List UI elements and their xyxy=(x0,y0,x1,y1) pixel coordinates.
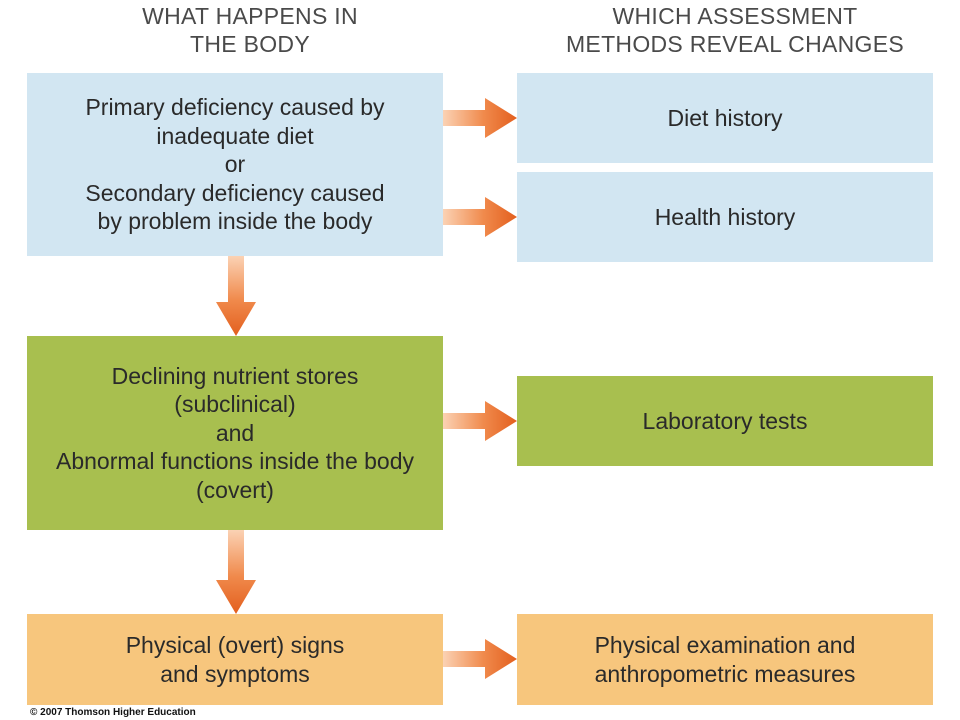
copyright-notice: © 2007 Thomson Higher Education xyxy=(30,707,196,718)
right-arrow-icon xyxy=(443,98,517,138)
physical-signs-box: Physical (overt) signs and symptoms xyxy=(27,614,443,705)
box-line: and xyxy=(215,419,255,446)
laboratory-tests-box: Laboratory tests xyxy=(517,376,933,466)
declining-nutrient-stores-box: Declining nutrient stores (subclinical) … xyxy=(27,336,443,530)
down-arrow-icon xyxy=(216,530,256,614)
left-column-header: WHAT HAPPENS IN THE BODY xyxy=(142,3,358,57)
right-arrow-icon xyxy=(443,639,517,679)
right-column-header: WHICH ASSESSMENT METHODS REVEAL CHANGES xyxy=(565,3,905,57)
right-arrow-icon xyxy=(443,401,517,441)
box-line: Declining nutrient stores xyxy=(111,362,359,389)
box-line: (covert) xyxy=(196,476,274,503)
physical-examination-box: Physical examination and anthropometric … xyxy=(517,614,933,705)
box-line: and symptoms xyxy=(160,660,310,687)
box-line: Diet history xyxy=(667,104,783,131)
box-line: or xyxy=(224,151,246,178)
box-line: Physical (overt) signs xyxy=(125,632,345,658)
down-arrow-icon xyxy=(216,256,256,336)
box-line: Health history xyxy=(654,203,796,230)
box-line: Physical examination and xyxy=(594,632,856,658)
diet-history-box: Diet history xyxy=(517,73,933,163)
box-line: Laboratory tests xyxy=(642,407,808,434)
box-line: inadequate diet xyxy=(156,122,314,149)
box-line: (subclinical) xyxy=(174,391,296,418)
box-line: by problem inside the body xyxy=(97,208,373,235)
box-line: Primary deficiency caused by xyxy=(85,94,385,121)
primary-secondary-deficiency-box: Primary deficiency caused by inadequate … xyxy=(27,73,443,256)
box-line: Secondary deficiency caused xyxy=(85,179,385,206)
box-line: anthropometric measures xyxy=(594,660,856,687)
right-arrow-icon xyxy=(443,197,517,237)
health-history-box: Health history xyxy=(517,172,933,262)
box-line: Abnormal functions inside the body xyxy=(56,448,414,475)
